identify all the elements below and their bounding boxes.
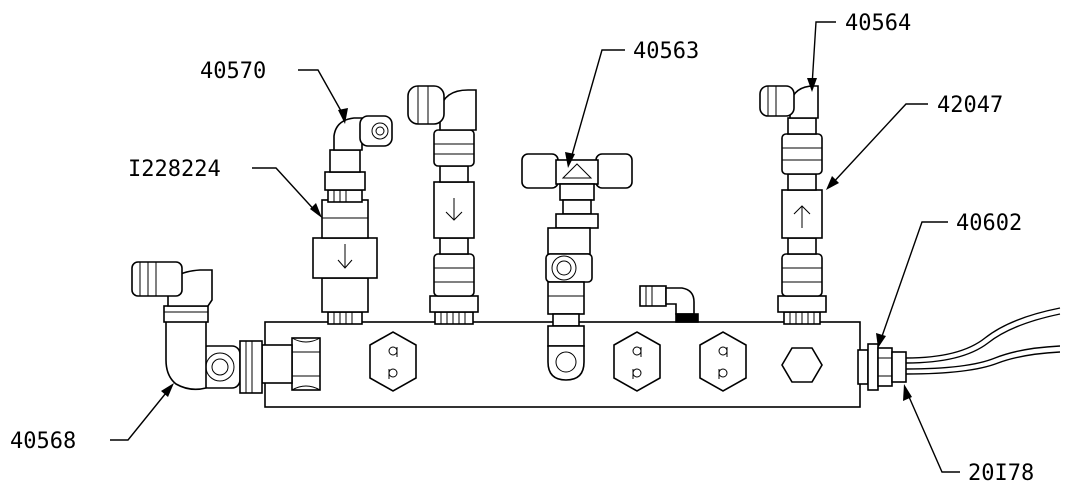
flow-sensor-1228224 bbox=[312, 149, 378, 325]
callout-40564: 40564 bbox=[845, 11, 911, 36]
leader-40563 bbox=[565, 49, 625, 168]
hex-plug bbox=[781, 347, 823, 383]
hex-port-3 bbox=[699, 331, 747, 392]
leader-40602 bbox=[876, 221, 948, 348]
callout-20178: 20I78 bbox=[968, 461, 1034, 486]
small-elbow-fitting bbox=[639, 285, 699, 323]
left-elbow-fitting-40568 bbox=[131, 261, 263, 394]
callout-40602: 40602 bbox=[956, 211, 1022, 236]
right-fitting-40602 bbox=[857, 343, 907, 391]
callout-1228224: I228224 bbox=[128, 157, 221, 182]
leader-20178 bbox=[903, 384, 960, 473]
check-valve-up-42047 bbox=[777, 117, 827, 325]
elbow-fitting-40564 bbox=[759, 85, 819, 119]
hex-port-1 bbox=[369, 331, 417, 392]
callout-40568: 40568 bbox=[10, 429, 76, 454]
leader-40564 bbox=[807, 21, 836, 92]
elbow-fitting-40570 bbox=[333, 115, 393, 151]
sensor-wires-20178 bbox=[905, 307, 1061, 375]
elbow-fitting-top-left bbox=[407, 85, 477, 131]
callout-42047: 42047 bbox=[937, 93, 1003, 118]
leader-42047 bbox=[826, 103, 928, 190]
tee-fitting-40563 bbox=[521, 153, 633, 229]
left-port-hex-nut bbox=[261, 337, 321, 391]
leader-1228224 bbox=[252, 167, 322, 218]
check-valve-down bbox=[429, 129, 479, 325]
leader-40570 bbox=[298, 69, 348, 124]
callout-40570: 40570 bbox=[200, 59, 266, 84]
callout-40563: 40563 bbox=[633, 39, 699, 64]
leader-40568 bbox=[110, 383, 174, 441]
hex-port-2 bbox=[613, 331, 661, 392]
tee-body-assembly bbox=[545, 227, 593, 381]
